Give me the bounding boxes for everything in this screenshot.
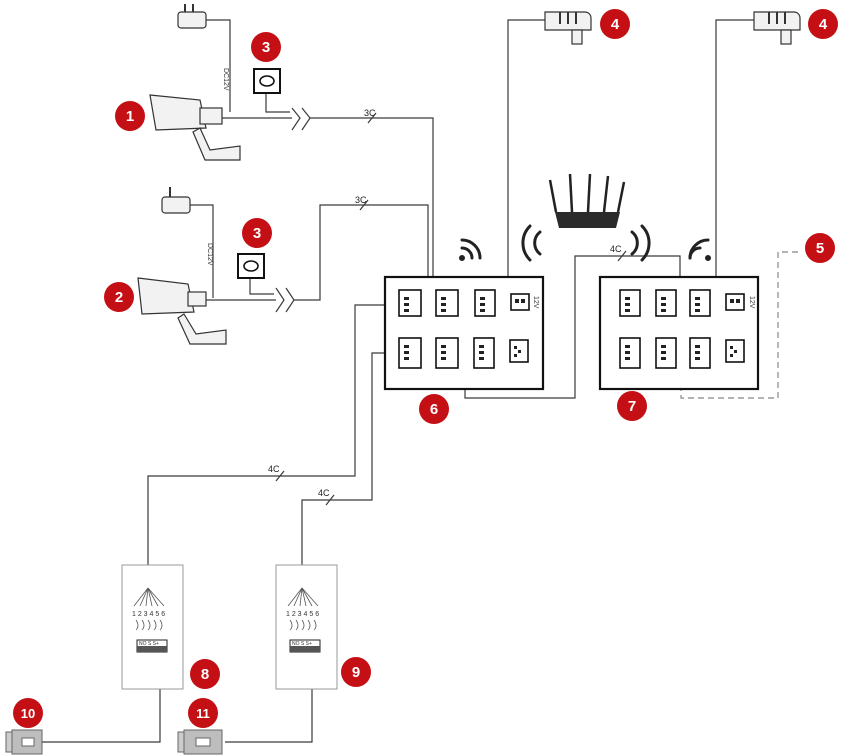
link-cable-tick (617, 250, 627, 262)
panel-9-terminals: 1 2 3 4 5 6 (286, 611, 319, 618)
router (548, 173, 626, 228)
camera-housing (149, 94, 207, 131)
monitor-2-connectors (619, 289, 745, 369)
camera-1 (149, 94, 241, 161)
cam2-power-label: DC12V (206, 243, 213, 266)
exit-button-1 (253, 68, 281, 94)
cam2-splice-right (285, 287, 295, 313)
cam1-power-label: DC12V (222, 68, 229, 91)
wifi-icon (459, 224, 711, 262)
panel-9-frame (275, 564, 338, 690)
monitor-1-connectors (398, 289, 530, 369)
number-badges: 1 2 3 3 4 4 5 6 7 8 9 10 11 (13, 9, 838, 728)
badge-3b: 3 (253, 225, 261, 242)
wire-labels: DC12V DC12V 3C 3C 4C 4C 4C (206, 68, 627, 506)
camera2-adapter (161, 187, 191, 214)
adapter-body (161, 196, 191, 214)
monitor-1-power-label: 12V (532, 296, 539, 309)
cam2-splice-left (275, 287, 285, 313)
door-panel-9: 1 2 3 4 5 6 NO S S+ (275, 564, 338, 690)
link-cable-label: 4C (610, 244, 622, 254)
adapter-plug (780, 29, 792, 45)
wires (42, 19, 800, 743)
camera-mount (192, 127, 241, 161)
electric-lock-10 (5, 729, 43, 755)
badge-11: 11 (196, 706, 210, 721)
camera-joint (187, 291, 207, 307)
cam2-cable-label: 3C (355, 195, 367, 205)
cam2-cable-tick (359, 199, 369, 211)
adapter-body (177, 11, 207, 29)
panel2-cable-label: 4C (318, 488, 330, 498)
door-panel-8: 1 2 3 4 5 6 NO S S+ (121, 564, 184, 690)
monitor-1-board: 12V (383, 275, 545, 391)
cam1-splice-right (301, 107, 311, 131)
badge-1: 1 (126, 108, 134, 125)
camera-2 (137, 277, 227, 345)
adapter4b-wire (715, 19, 754, 296)
panel-8-terminals: 1 2 3 4 5 6 (132, 611, 165, 618)
camera-mount (177, 313, 227, 345)
btn3b-wire (249, 278, 274, 295)
panel2-wire (301, 352, 398, 588)
monitor-2-power-label: 12V (748, 296, 755, 309)
badge-5: 5 (816, 240, 824, 257)
monitor2-adapter (753, 11, 801, 45)
adapter4a-wire (507, 19, 545, 296)
badge-4a: 4 (611, 16, 620, 33)
badge-9: 9 (352, 664, 360, 681)
panel2-cable-tick (325, 494, 335, 506)
panel1-cable-tick (275, 470, 285, 482)
btn3a-wire (265, 92, 290, 113)
panel1-wire (147, 304, 398, 588)
camera1-adapter (177, 4, 207, 29)
panel-9-switch-label: NO S S+ (292, 641, 312, 647)
camera-housing (137, 277, 195, 315)
exit-button-2 (237, 253, 265, 279)
monitor-link-wire (464, 255, 681, 399)
camera-joint (199, 107, 223, 125)
badge-10: 10 (21, 706, 35, 721)
electric-lock-11 (177, 729, 223, 755)
cam2-power-wire (190, 204, 214, 298)
badge-7: 7 (628, 398, 636, 415)
badge-8: 8 (201, 666, 209, 683)
adapter-plug (571, 29, 583, 45)
cam1-splice-left (291, 107, 301, 131)
monitor-2-board: 12V (598, 275, 760, 391)
badge-2: 2 (115, 289, 123, 306)
panel1-cable-label: 4C (268, 464, 280, 474)
badge-6: 6 (430, 401, 438, 418)
monitor1-adapter (544, 11, 592, 45)
cam1-power-wire (205, 19, 231, 112)
router-body (555, 212, 620, 228)
panel-8-frame (121, 564, 184, 690)
badge-4b: 4 (819, 16, 828, 33)
badge-3a: 3 (262, 39, 270, 56)
panel-8-switch-label: NO S S+ (139, 641, 159, 647)
cam1-cable-tick (367, 112, 377, 124)
cam1-cable-label: 3C (364, 108, 376, 118)
cam1-cable-b (310, 117, 434, 300)
